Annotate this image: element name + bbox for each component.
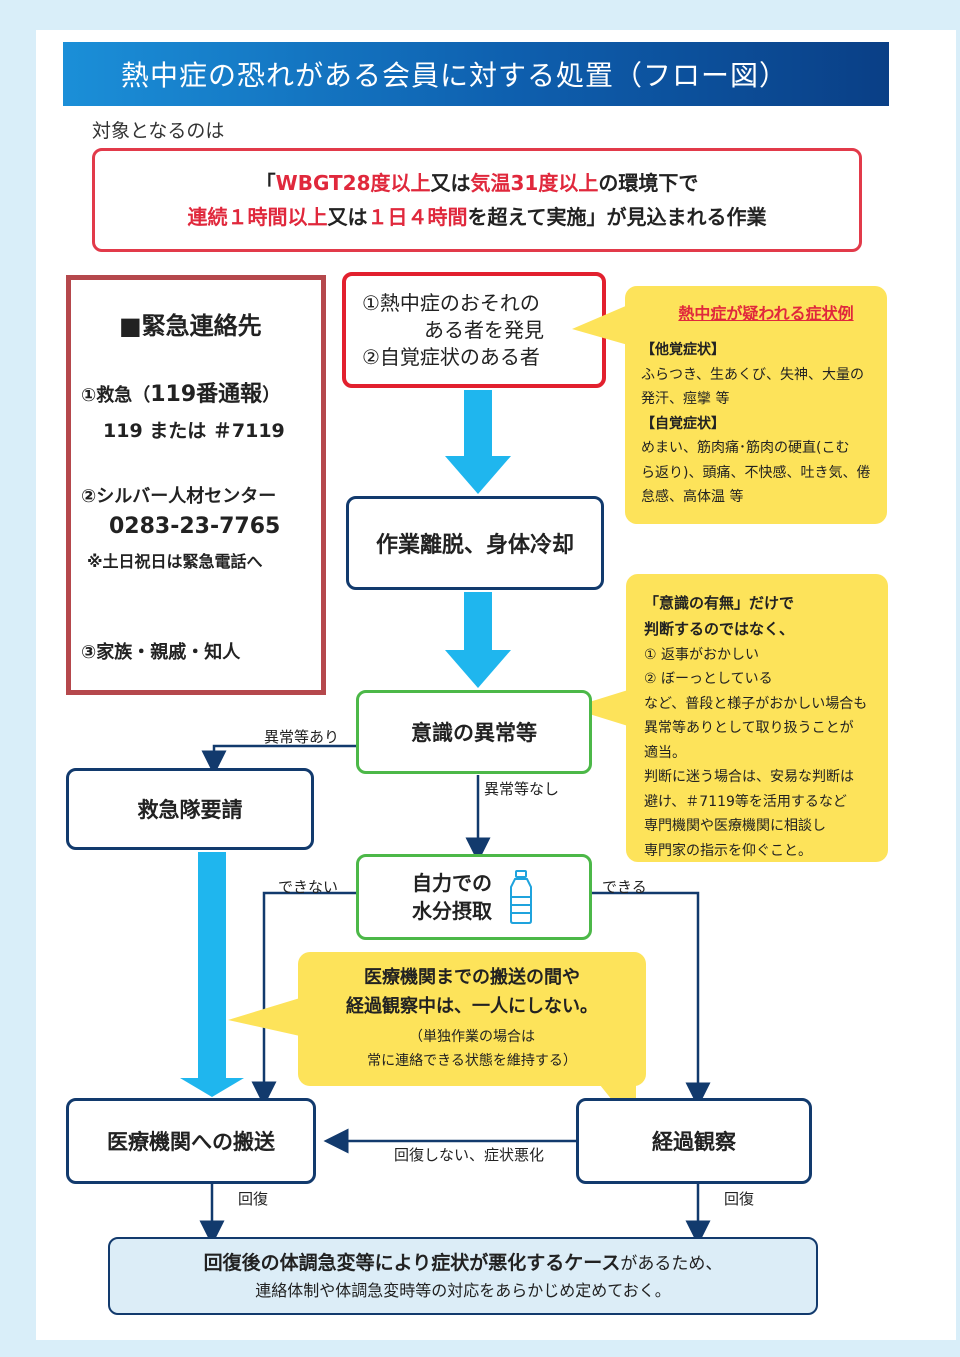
not-alone-line-4: 常に連絡できる状態を維持する）: [367, 1052, 577, 1069]
ambulance-request-box: 救急隊要請: [66, 768, 314, 850]
or-text-2: 又は: [327, 205, 368, 229]
post-recovery-line-1: 回復後の体調急変等により症状が悪化するケースがあるため、: [204, 1248, 723, 1278]
self-symptoms-line-3: 怠感、高体温 等: [641, 489, 744, 505]
cn-line-9: 避け、＃7119等を活用するなど: [644, 793, 847, 810]
temperature-condition: 気温31度以上: [470, 171, 599, 195]
discover-line-1: ①熱中症のおそれの: [362, 290, 540, 315]
cn-line-11: 専門家の指示を仰ぐこと。: [644, 842, 812, 859]
contact-ambulance: ①救急（119番通報）: [81, 376, 280, 408]
recover-label-left: 回復: [238, 1190, 269, 1208]
medical-transport-box: 医療機関への搬送: [66, 1098, 316, 1184]
cannot-label: できない: [278, 878, 339, 896]
ambulance-number-label: 119番通報: [150, 382, 263, 407]
self-symptoms-heading: 【自覚症状】: [641, 415, 725, 432]
cn-line-6: 異常等ありとして取り扱うことが: [644, 720, 854, 736]
not-alone-callout: 医療機関までの搬送の間や 経過観察中は、一人にしない。 （単独作業の場合は 常に…: [298, 952, 646, 1086]
environment-text: の環境下で: [598, 171, 699, 195]
post-recovery-note: 回復後の体調急変等により症状が悪化するケースがあるため、 連絡体制や体調急変時等…: [108, 1237, 818, 1315]
target-line-2: 連続１時間以上又は１日４時間を超えて実施」が見込まれる作業: [188, 200, 767, 234]
cyan-arrow-discover-to-cooling: [445, 390, 511, 494]
other-symptoms-line-1: ふらつき、生あくび、失神、大量の: [641, 366, 865, 383]
cyan-arrow-ambulance-to-transport: [180, 852, 244, 1097]
emergency-contacts-panel: ■緊急連絡先 ①救急（119番通報） 119 または ＃7119 ②シルバー人材…: [66, 275, 326, 695]
continuous-condition: 連続１時間以上: [187, 205, 328, 229]
consciousness-note-callout: 「意識の有無」だけで 判断するのではなく、 ① 返事がおかしい ② ぼーっとして…: [626, 574, 888, 862]
water-bottle-icon: [510, 870, 532, 924]
post-recovery-line-1b: があるため、: [620, 1254, 723, 1274]
symptoms-title: 熱中症が疑われる症状例: [678, 304, 854, 323]
other-symptoms-heading: 【他覚症状】: [641, 342, 725, 358]
contacts-heading: ■緊急連絡先: [119, 312, 262, 340]
or-text-1: 又は: [430, 171, 471, 195]
wbgt-condition: WBGT28度以上: [275, 171, 431, 195]
ambulance-numbers[interactable]: 119 または ＃7119: [103, 420, 285, 442]
cn-line-10: 専門機関や医療機関に相談し: [644, 818, 826, 834]
abnormal-no-label: 異常等なし: [484, 780, 560, 798]
self-symptoms-line-2: ら返り)、頭痛、不快感、吐き気、倦: [641, 464, 871, 481]
observation-box: 経過観察: [576, 1098, 812, 1184]
cyan-arrow-cooling-to-consciousness: [445, 592, 511, 688]
not-alone-line-3: （単独作業の場合は: [409, 1029, 535, 1045]
subject-label: 対象となるのは: [92, 120, 225, 142]
symptoms-callout: 熱中症が疑われる症状例 【他覚症状】 ふらつき、生あくび、失神、大量の 発汗、痙…: [625, 286, 887, 524]
work-text: を超えて実施」が見込まれる作業: [467, 205, 767, 229]
not-alone-line-2: 経過観察中は、一人にしない。: [346, 996, 598, 1018]
contact-family: ③家族・親戚・知人: [81, 642, 241, 663]
cn-line-7: 適当。: [644, 744, 686, 761]
abnormal-yes-label: 異常等あり: [264, 728, 340, 746]
cooling-box: 作業離脱、身体冷却: [346, 496, 604, 590]
target-conditions-box: 「WBGT28度以上又は気温31度以上の環境下で 連続１時間以上又は１日４時間を…: [92, 148, 862, 252]
can-label: できる: [602, 878, 647, 896]
cn-line-5: など、普段と様子がおかしい場合も: [644, 695, 868, 712]
daily-condition: １日４時間: [367, 205, 468, 229]
recover-label-right: 回復: [724, 1190, 755, 1208]
not-alone-line-1: 医療機関までの搬送の間や: [364, 967, 580, 989]
page-title: 熱中症の恐れがある会員に対する処置（フロー図）: [63, 42, 889, 106]
consciousness-check-box: 意識の異常等: [356, 690, 592, 774]
hydration-line-1: 自力での: [412, 871, 492, 895]
cn-line-3: ① 返事がおかしい: [644, 646, 760, 663]
hydration-line-2: 水分摂取: [412, 899, 492, 923]
silver-center-phone[interactable]: 0283-23-7765: [109, 514, 281, 539]
cn-line-8: 判断に迷う場合は、安易な判断は: [644, 769, 854, 785]
post-recovery-line-2: 連絡体制や体調急変時等の対応をあらかじめ定めておく。: [255, 1281, 671, 1301]
not-recover-label: 回復しない、症状悪化: [394, 1146, 545, 1164]
target-line-1: 「WBGT28度以上又は気温31度以上の環境下で: [256, 166, 699, 200]
cn-line-1: 「意識の有無」だけで: [644, 594, 795, 612]
post-recovery-line-1a: 回復後の体調急変等により症状が悪化するケース: [203, 1252, 621, 1274]
cn-line-4: ② ぼーっとしている: [644, 671, 773, 687]
hydration-box: 自力での 水分摂取: [356, 854, 592, 940]
self-symptoms-line-1: めまい、筋肉痛･筋肉の硬直(こむ: [641, 440, 850, 456]
line-abnormal-yes: [201, 744, 356, 776]
weekend-note: ※土日祝日は緊急電話へ: [87, 552, 263, 571]
discover-line-3: ②自覚症状のある者: [362, 344, 540, 369]
ambulance-close: ）: [262, 385, 281, 406]
line-can: [592, 891, 711, 1108]
other-symptoms-line-2: 発汗、痙攣 等: [641, 391, 730, 407]
cn-line-2: 判断するのではなく、: [644, 620, 795, 639]
contact-silver-center: ②シルバー人材センター: [81, 486, 277, 507]
ambulance-label: ①救急（: [81, 385, 151, 406]
quote-open: 「: [255, 171, 276, 195]
hydration-text: 自力での 水分摂取: [412, 869, 492, 925]
discover-line-2: ある者を発見: [424, 317, 544, 342]
